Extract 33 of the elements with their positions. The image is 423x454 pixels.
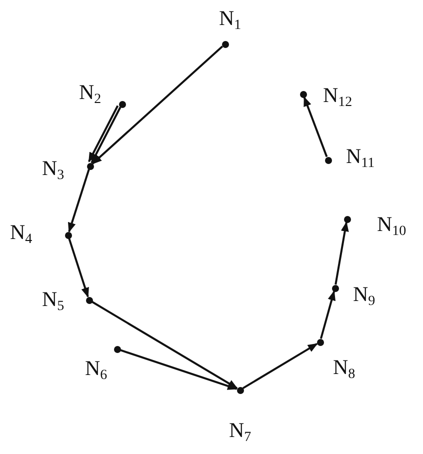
node-dot bbox=[236, 386, 244, 394]
node-dot bbox=[324, 156, 332, 164]
node-dot bbox=[344, 216, 350, 222]
node-label: N$_{12}$ bbox=[323, 85, 352, 110]
arrow bbox=[92, 46, 224, 164]
node-dot bbox=[114, 346, 120, 352]
arrow bbox=[242, 342, 318, 390]
node-label: N$_{6}$ bbox=[85, 358, 108, 383]
node-dot bbox=[86, 296, 92, 304]
node-label: N$_{8}$ bbox=[333, 357, 356, 382]
node-label: N$_{7}$ bbox=[229, 420, 252, 445]
node-dot bbox=[118, 100, 126, 108]
node-label: N$_{3}$ bbox=[42, 158, 64, 183]
node-label: N$_{1}$ bbox=[219, 8, 242, 33]
node-dot bbox=[332, 284, 338, 292]
node-label: N$_{5}$ bbox=[42, 289, 64, 314]
node-label: N$_{9}$ bbox=[353, 284, 376, 309]
node-dot bbox=[86, 162, 94, 170]
arrow bbox=[334, 221, 349, 285]
node-label: N$_{2}$ bbox=[79, 82, 102, 107]
arrow bbox=[120, 349, 238, 390]
arrow bbox=[68, 169, 90, 233]
node-dot bbox=[222, 40, 228, 48]
node-label: N$_{11}$ bbox=[346, 146, 375, 171]
node-label: N$_{10}$ bbox=[377, 214, 406, 239]
node-dot bbox=[64, 232, 72, 238]
arrow bbox=[303, 96, 328, 158]
arrow bbox=[320, 290, 336, 339]
node-dot bbox=[300, 90, 306, 98]
arrow bbox=[92, 300, 238, 390]
node-label: N$_{4}$ bbox=[10, 222, 32, 247]
node-dot bbox=[316, 338, 324, 346]
arrow bbox=[68, 238, 89, 298]
